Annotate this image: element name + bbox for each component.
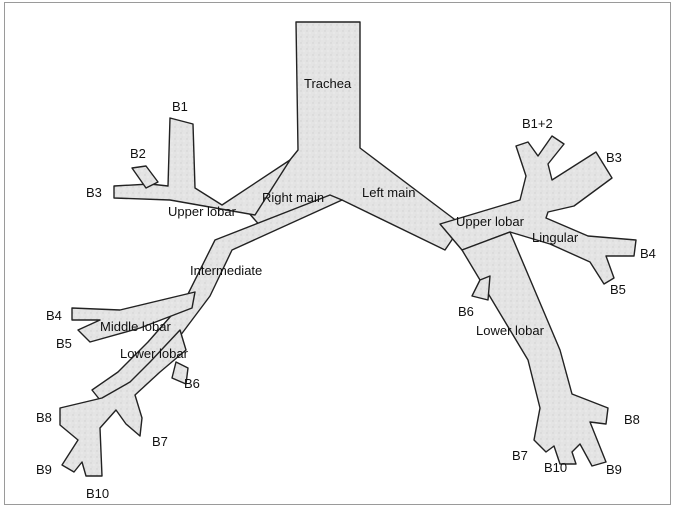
left-b6-shape <box>471 275 491 301</box>
right-b5-label: B5 <box>56 336 72 351</box>
left-b6-label: B6 <box>458 304 474 319</box>
intermediate-label: Intermediate <box>190 263 262 278</box>
right-main-label: Right main <box>262 190 324 205</box>
right-b10-label: B10 <box>86 486 109 501</box>
left-main-label: Left main <box>362 185 415 200</box>
left-b7-label: B7 <box>512 448 528 463</box>
left-b9-label: B9 <box>606 462 622 477</box>
right-b6-label: B6 <box>184 376 200 391</box>
left-b8-label: B8 <box>624 412 640 427</box>
right-b6-shape <box>171 361 189 385</box>
right-b2-shape <box>131 165 159 189</box>
right-middle-lobe-shape <box>71 291 196 343</box>
right-lower-lobe-shape <box>59 329 187 477</box>
right-b9-label: B9 <box>36 462 52 477</box>
middle-lobar-label: Middle lobar <box>100 319 171 334</box>
left-lower-lobar-label: Lower lobar <box>476 323 545 338</box>
lingular-label: Lingular <box>532 230 579 245</box>
right-b3-label: B3 <box>86 185 102 200</box>
left-lower-lobe-shape <box>461 231 609 467</box>
left-b5-label: B5 <box>610 282 626 297</box>
left-b4-label: B4 <box>640 246 656 261</box>
right-b2-label: B2 <box>130 146 146 161</box>
right-b8-label: B8 <box>36 410 52 425</box>
right-upper-lobar-label: Upper lobar <box>168 204 237 219</box>
right-b4-label: B4 <box>46 308 62 323</box>
right-intermediate-shape <box>91 194 343 401</box>
left-b3-label: B3 <box>606 150 622 165</box>
right-b1-label: B1 <box>172 99 188 114</box>
trachea-label: Trachea <box>304 76 352 91</box>
left-b10-label: B10 <box>544 460 567 475</box>
left-upper-lobar-label: Upper lobar <box>456 214 525 229</box>
right-lower-lobar-label: Lower lobar <box>120 346 189 361</box>
right-upper-lobe-shape <box>113 117 291 216</box>
left-b1-2-label: B1+2 <box>522 116 553 131</box>
left-upper-lobe-shape <box>439 135 637 285</box>
right-b7-label: B7 <box>152 434 168 449</box>
